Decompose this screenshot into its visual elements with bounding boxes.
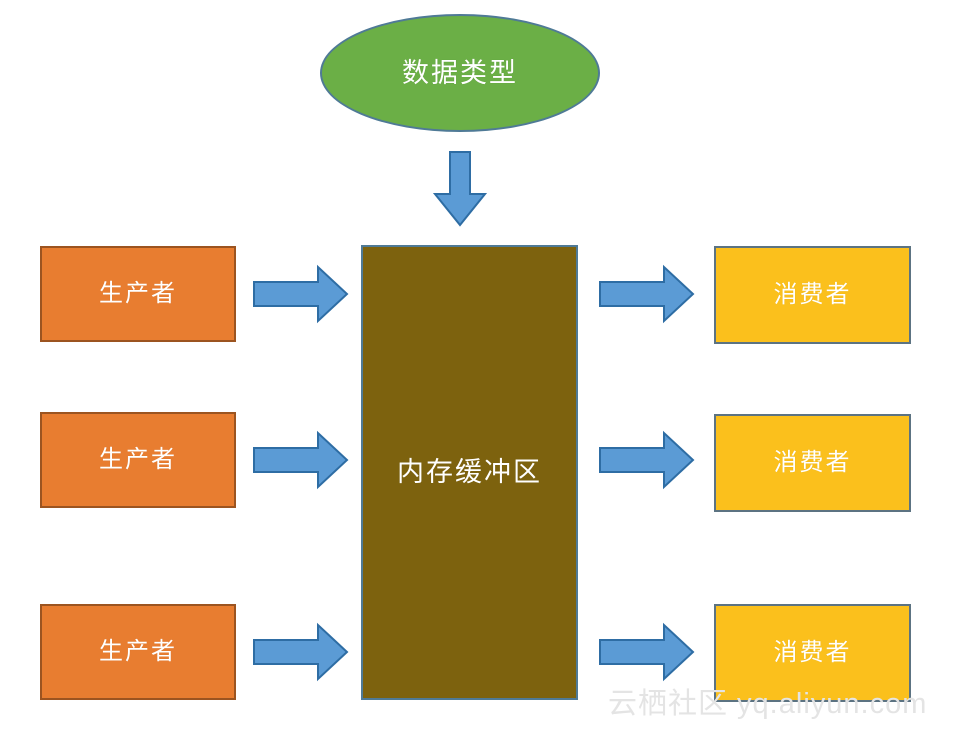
arrow-buffer-to-consumer-2	[598, 430, 696, 490]
node-memory-buffer-label: 内存缓冲区	[397, 457, 542, 487]
node-consumer-1-label: 消费者	[773, 281, 852, 308]
arrow-buffer-to-consumer-3	[598, 622, 696, 682]
node-producer-1-label: 生产者	[99, 280, 177, 307]
arrow-producer-3-to-buffer	[252, 622, 350, 682]
node-producer-3-label: 生产者	[99, 638, 177, 665]
node-producer-2-label: 生产者	[99, 446, 177, 473]
node-memory-buffer: 内存缓冲区	[361, 245, 578, 700]
node-consumer-3: 消费者	[714, 604, 911, 702]
node-producer-3: 生产者	[40, 604, 236, 700]
arrow-producer-2-to-buffer	[252, 430, 350, 490]
node-data-type-label: 数据类型	[402, 57, 518, 88]
watermark: 云栖社区 yq.aliyun.com	[608, 688, 928, 720]
node-data-type: 数据类型	[320, 14, 600, 132]
arrow-producer-1-to-buffer	[252, 264, 350, 324]
node-consumer-2: 消费者	[714, 414, 911, 512]
node-consumer-3-label: 消费者	[773, 639, 852, 666]
node-consumer-1: 消费者	[714, 246, 911, 344]
arrow-buffer-to-consumer-1	[598, 264, 696, 324]
node-producer-2: 生产者	[40, 412, 236, 508]
arrow-data-type-to-buffer	[432, 150, 488, 228]
node-consumer-2-label: 消费者	[773, 449, 852, 476]
node-producer-1: 生产者	[40, 246, 236, 342]
